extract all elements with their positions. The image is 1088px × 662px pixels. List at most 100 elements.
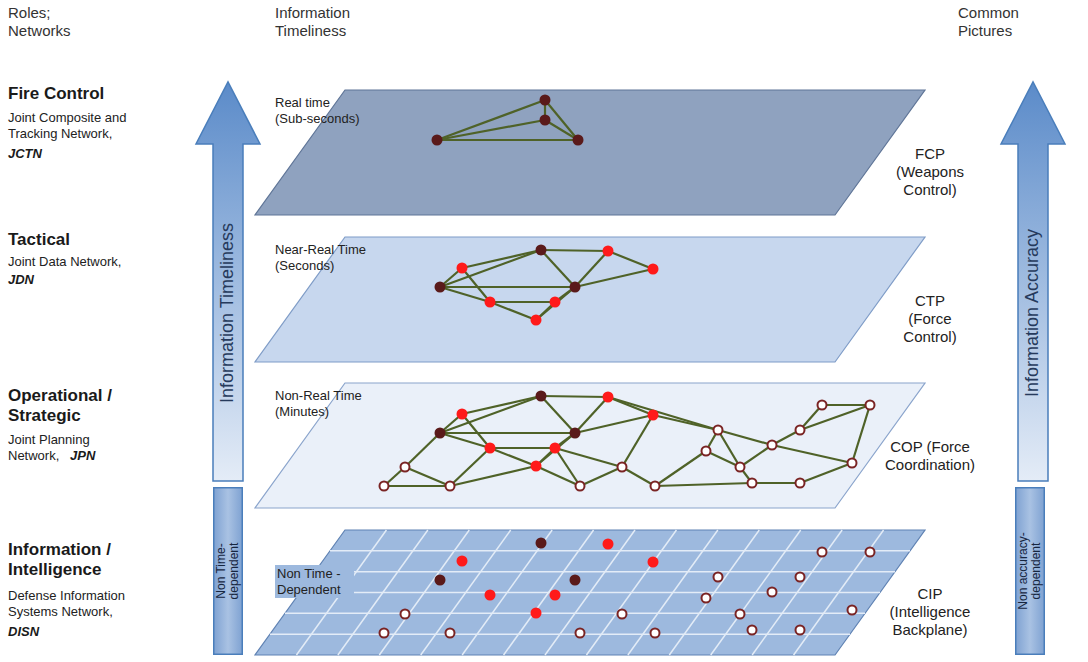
network-abbr: JPN (70, 448, 130, 464)
network-node (485, 297, 496, 308)
network-node (485, 590, 496, 601)
network-node (446, 482, 455, 491)
network-plane: Non-Real Time (Minutes)COP (Force Coordi… (250, 383, 980, 508)
plane-shape (255, 237, 925, 362)
network-node (570, 575, 581, 586)
picture-label: COP (Force Coordination) (885, 438, 975, 474)
network-node (714, 573, 723, 582)
network-abbr: JDN (8, 272, 158, 288)
network-link (575, 415, 653, 433)
network-link (580, 467, 622, 486)
network-node (576, 629, 585, 638)
arrow-shape (196, 82, 260, 481)
column-header: Roles; Networks (8, 4, 78, 40)
picture-label: FCP (Weapons Control) (896, 145, 964, 199)
network-node (603, 539, 614, 550)
network-link (437, 120, 545, 140)
network-links (437, 100, 578, 140)
network-link (490, 448, 536, 466)
network-link (752, 482, 800, 484)
axis-label: Information Timeliness (217, 148, 239, 478)
network-name: Joint Composite and Tracking Network, (8, 110, 158, 141)
picture-label: CIP (Intelligence Backplane) (890, 585, 971, 639)
network-node (866, 548, 875, 557)
scale-box: Non accuracy-dependent (1015, 487, 1045, 655)
timeliness-label: Non Time -Dependent (275, 565, 354, 598)
axis-note: Non accuracy-dependent (1017, 524, 1043, 619)
network-link (608, 397, 718, 430)
network-node (550, 590, 561, 601)
network-node (714, 426, 723, 435)
network-node (702, 447, 711, 456)
timeliness-label: Near-Real Time (Seconds) (275, 242, 385, 273)
box-shape (214, 488, 243, 655)
scale-arrow: Information Accuracy (998, 80, 1068, 482)
network-abbr: JCTN (8, 146, 158, 162)
scale-box: Non Time-dependent (213, 487, 243, 655)
network-node (818, 548, 827, 557)
network-node (866, 401, 875, 410)
network-node (540, 95, 551, 106)
network-node (848, 459, 857, 468)
network-link (541, 396, 608, 397)
network-name: Joint Planning Network, (8, 432, 118, 463)
network-link (405, 433, 440, 467)
network-node (648, 557, 659, 568)
network-node (748, 626, 757, 635)
network-node (536, 391, 547, 402)
scale-arrow: Information Timeliness (193, 80, 263, 482)
network-link (437, 100, 545, 140)
network-link (555, 448, 622, 467)
network-node (540, 115, 551, 126)
picture-label: CTP (Force Control) (903, 292, 956, 346)
network-link (541, 396, 575, 433)
axis-note: Non Time-dependent (215, 531, 241, 611)
network-link (800, 405, 870, 430)
network-node (736, 463, 745, 472)
network-node (618, 463, 627, 472)
network-link (545, 120, 578, 140)
network-node (550, 297, 561, 308)
network-node (603, 392, 614, 403)
network-node (768, 441, 777, 450)
network-node (603, 246, 614, 257)
network-node (648, 410, 659, 421)
arrow-shape (1001, 82, 1065, 481)
network-link (655, 451, 706, 486)
network-links (440, 250, 653, 320)
network-link (440, 396, 541, 433)
network-nodes (380, 391, 875, 491)
column-header: Information Timeliness (275, 4, 365, 40)
network-link (462, 414, 490, 448)
network-node (576, 482, 585, 491)
network-nodes (432, 95, 584, 146)
network-node (768, 588, 777, 597)
network-node (573, 135, 584, 146)
network-node (531, 461, 542, 472)
network-link (608, 251, 653, 269)
network-link (490, 301, 555, 303)
network-node (570, 428, 581, 439)
network-link (437, 139, 578, 141)
network-link (536, 433, 575, 466)
plane-shape (255, 530, 925, 655)
network-node (570, 282, 581, 293)
network-node (531, 608, 542, 619)
network-node (818, 401, 827, 410)
network-node (401, 610, 410, 619)
network-node (435, 428, 446, 439)
network-link (440, 250, 541, 287)
network-link (541, 250, 608, 251)
network-node (648, 264, 659, 275)
network-node (380, 482, 389, 491)
network-link (440, 432, 575, 434)
network-link (541, 250, 575, 287)
network-node (435, 575, 446, 586)
network-plane: Near-Real Time (Seconds) CTP (Force Contr… (250, 237, 980, 362)
network-link (622, 467, 655, 486)
network-node (457, 409, 468, 420)
network-link (490, 302, 536, 320)
network-node (380, 629, 389, 638)
network-link (405, 467, 450, 486)
network-node (435, 282, 446, 293)
